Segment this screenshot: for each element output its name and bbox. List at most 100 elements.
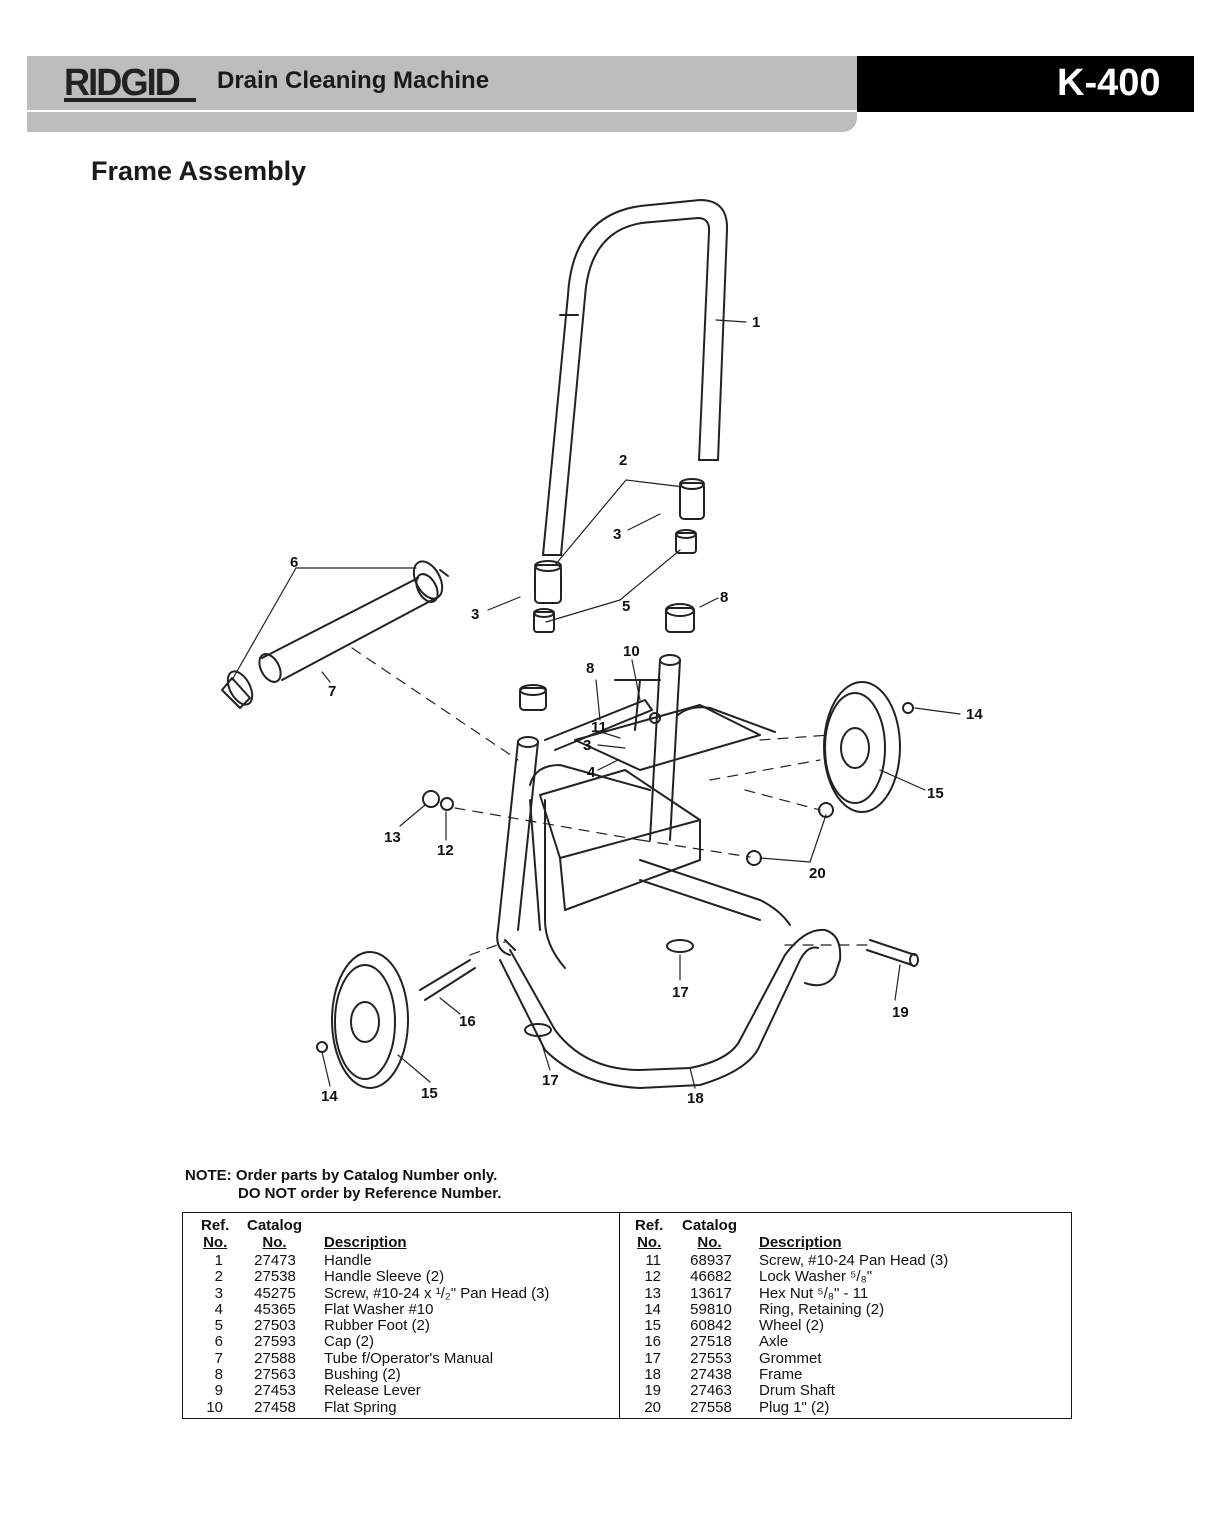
grommet-parts [524,939,694,1037]
ref-number: 19 [644,1382,661,1400]
part-description: Lock Washer ⁵/₈" [759,1268,873,1286]
handle-sleeve-parts [533,478,705,633]
callout-19: 19 [892,1004,909,1021]
catalog-number: 59810 [690,1300,732,1318]
part-description: Screw, #10-24 Pan Head (3) [759,1252,949,1269]
ref-number: 3 [214,1284,223,1302]
ref-number: 16 [644,1333,661,1351]
order-note-line2: DO NOT order by Reference Number. [238,1185,502,1202]
drum-shaft-part [866,939,919,967]
leader-lines [231,319,961,1089]
ref-number: 7 [214,1349,223,1367]
catalog-number: 45365 [254,1300,296,1318]
ref-number: 18 [644,1366,661,1384]
callout-18: 18 [687,1090,704,1107]
table-row: 14 59810 Ring, Retaining (2) [619,1300,1071,1318]
catalog-number: 27593 [254,1333,296,1351]
main-frame-part [496,654,842,1089]
catalog-number: 60842 [690,1317,732,1335]
catalog-number: 27473 [254,1252,296,1269]
callout-16: 16 [459,1013,476,1030]
part-description: Bushing (2) [324,1366,401,1384]
catalog-number: 27453 [254,1382,296,1400]
table-row: 8 27563 Bushing (2) [183,1367,619,1383]
ref-number: 17 [644,1349,661,1367]
part-description: Flat Spring [324,1398,397,1416]
part-description: Plug 1" (2) [759,1398,830,1416]
ref-number: 15 [644,1317,661,1335]
part-description: Wheel (2) [759,1317,825,1335]
alignment-lines [351,647,871,956]
callout-4: 4 [587,764,596,781]
document-title: Drain Cleaning Machine [217,67,490,94]
callout-13: 13 [384,829,401,846]
catalog-number: 27563 [254,1366,296,1384]
manual-tube-part [221,560,449,709]
table-row: 12 46682 Lock Washer ⁵/₈" [619,1269,1071,1285]
part-description: Screw, #10-24 x ¹/₂" Pan Head (3) [324,1284,550,1302]
release-lever-part [544,679,661,751]
order-note-line1: NOTE: Order parts by Catalog Number only… [185,1167,498,1184]
ref-number: 8 [214,1366,223,1384]
callout-17b: 17 [542,1072,559,1089]
header-catalog: Catalog No. [682,1217,738,1251]
ref-number: 1 [214,1252,223,1269]
callout-14a: 14 [966,706,983,723]
part-description: Flat Washer #10 [324,1300,434,1318]
callout-11: 11 [591,719,607,736]
callout-10: 10 [623,643,640,660]
callout-15a: 15 [927,785,944,802]
catalog-number: 13617 [690,1284,732,1302]
part-description: Axle [759,1333,789,1351]
catalog-number: 27588 [254,1349,296,1367]
callout-12: 12 [437,842,454,859]
axle-part [419,959,476,1001]
ref-number: 4 [214,1300,223,1318]
model-number: K-400 [1057,62,1161,104]
ref-number: 5 [214,1317,223,1335]
order-note: NOTE: Order parts by Catalog Number only… [185,1167,501,1203]
ref-number: 20 [644,1398,661,1416]
ref-number: 12 [644,1268,661,1286]
callout-14b: 14 [321,1088,338,1105]
part-description: Grommet [759,1349,822,1367]
part-description: Drum Shaft [759,1382,835,1400]
bushing-parts [519,603,695,711]
callout-3a: 3 [613,526,621,543]
header-bar-lower [27,112,857,132]
callout-20: 20 [809,865,826,882]
brand-logo-underline [64,98,196,102]
ref-number: 11 [645,1252,661,1269]
header-ref: Ref. No. [201,1217,230,1251]
header-ref: Ref. No. [635,1217,664,1251]
part-description: Frame [759,1366,803,1384]
header-description: Description [759,1234,842,1251]
catalog-number: 27558 [690,1398,732,1416]
ref-number: 9 [214,1382,223,1400]
catalog-number: 27458 [254,1398,296,1416]
part-description: Hex Nut ⁵/₈" - 11 [759,1284,869,1302]
part-description: Ring, Retaining (2) [759,1300,885,1318]
callout-8a: 8 [720,589,728,606]
table-row: 4 45365 Flat Washer #10 [183,1300,619,1318]
callout-17a: 17 [672,984,689,1001]
ref-number: 14 [644,1300,661,1318]
wheel-parts [331,681,901,1089]
callout-5: 5 [622,598,630,615]
catalog-number: 27538 [254,1268,296,1286]
catalog-number: 27553 [690,1349,732,1367]
catalog-number: 46682 [690,1268,732,1286]
